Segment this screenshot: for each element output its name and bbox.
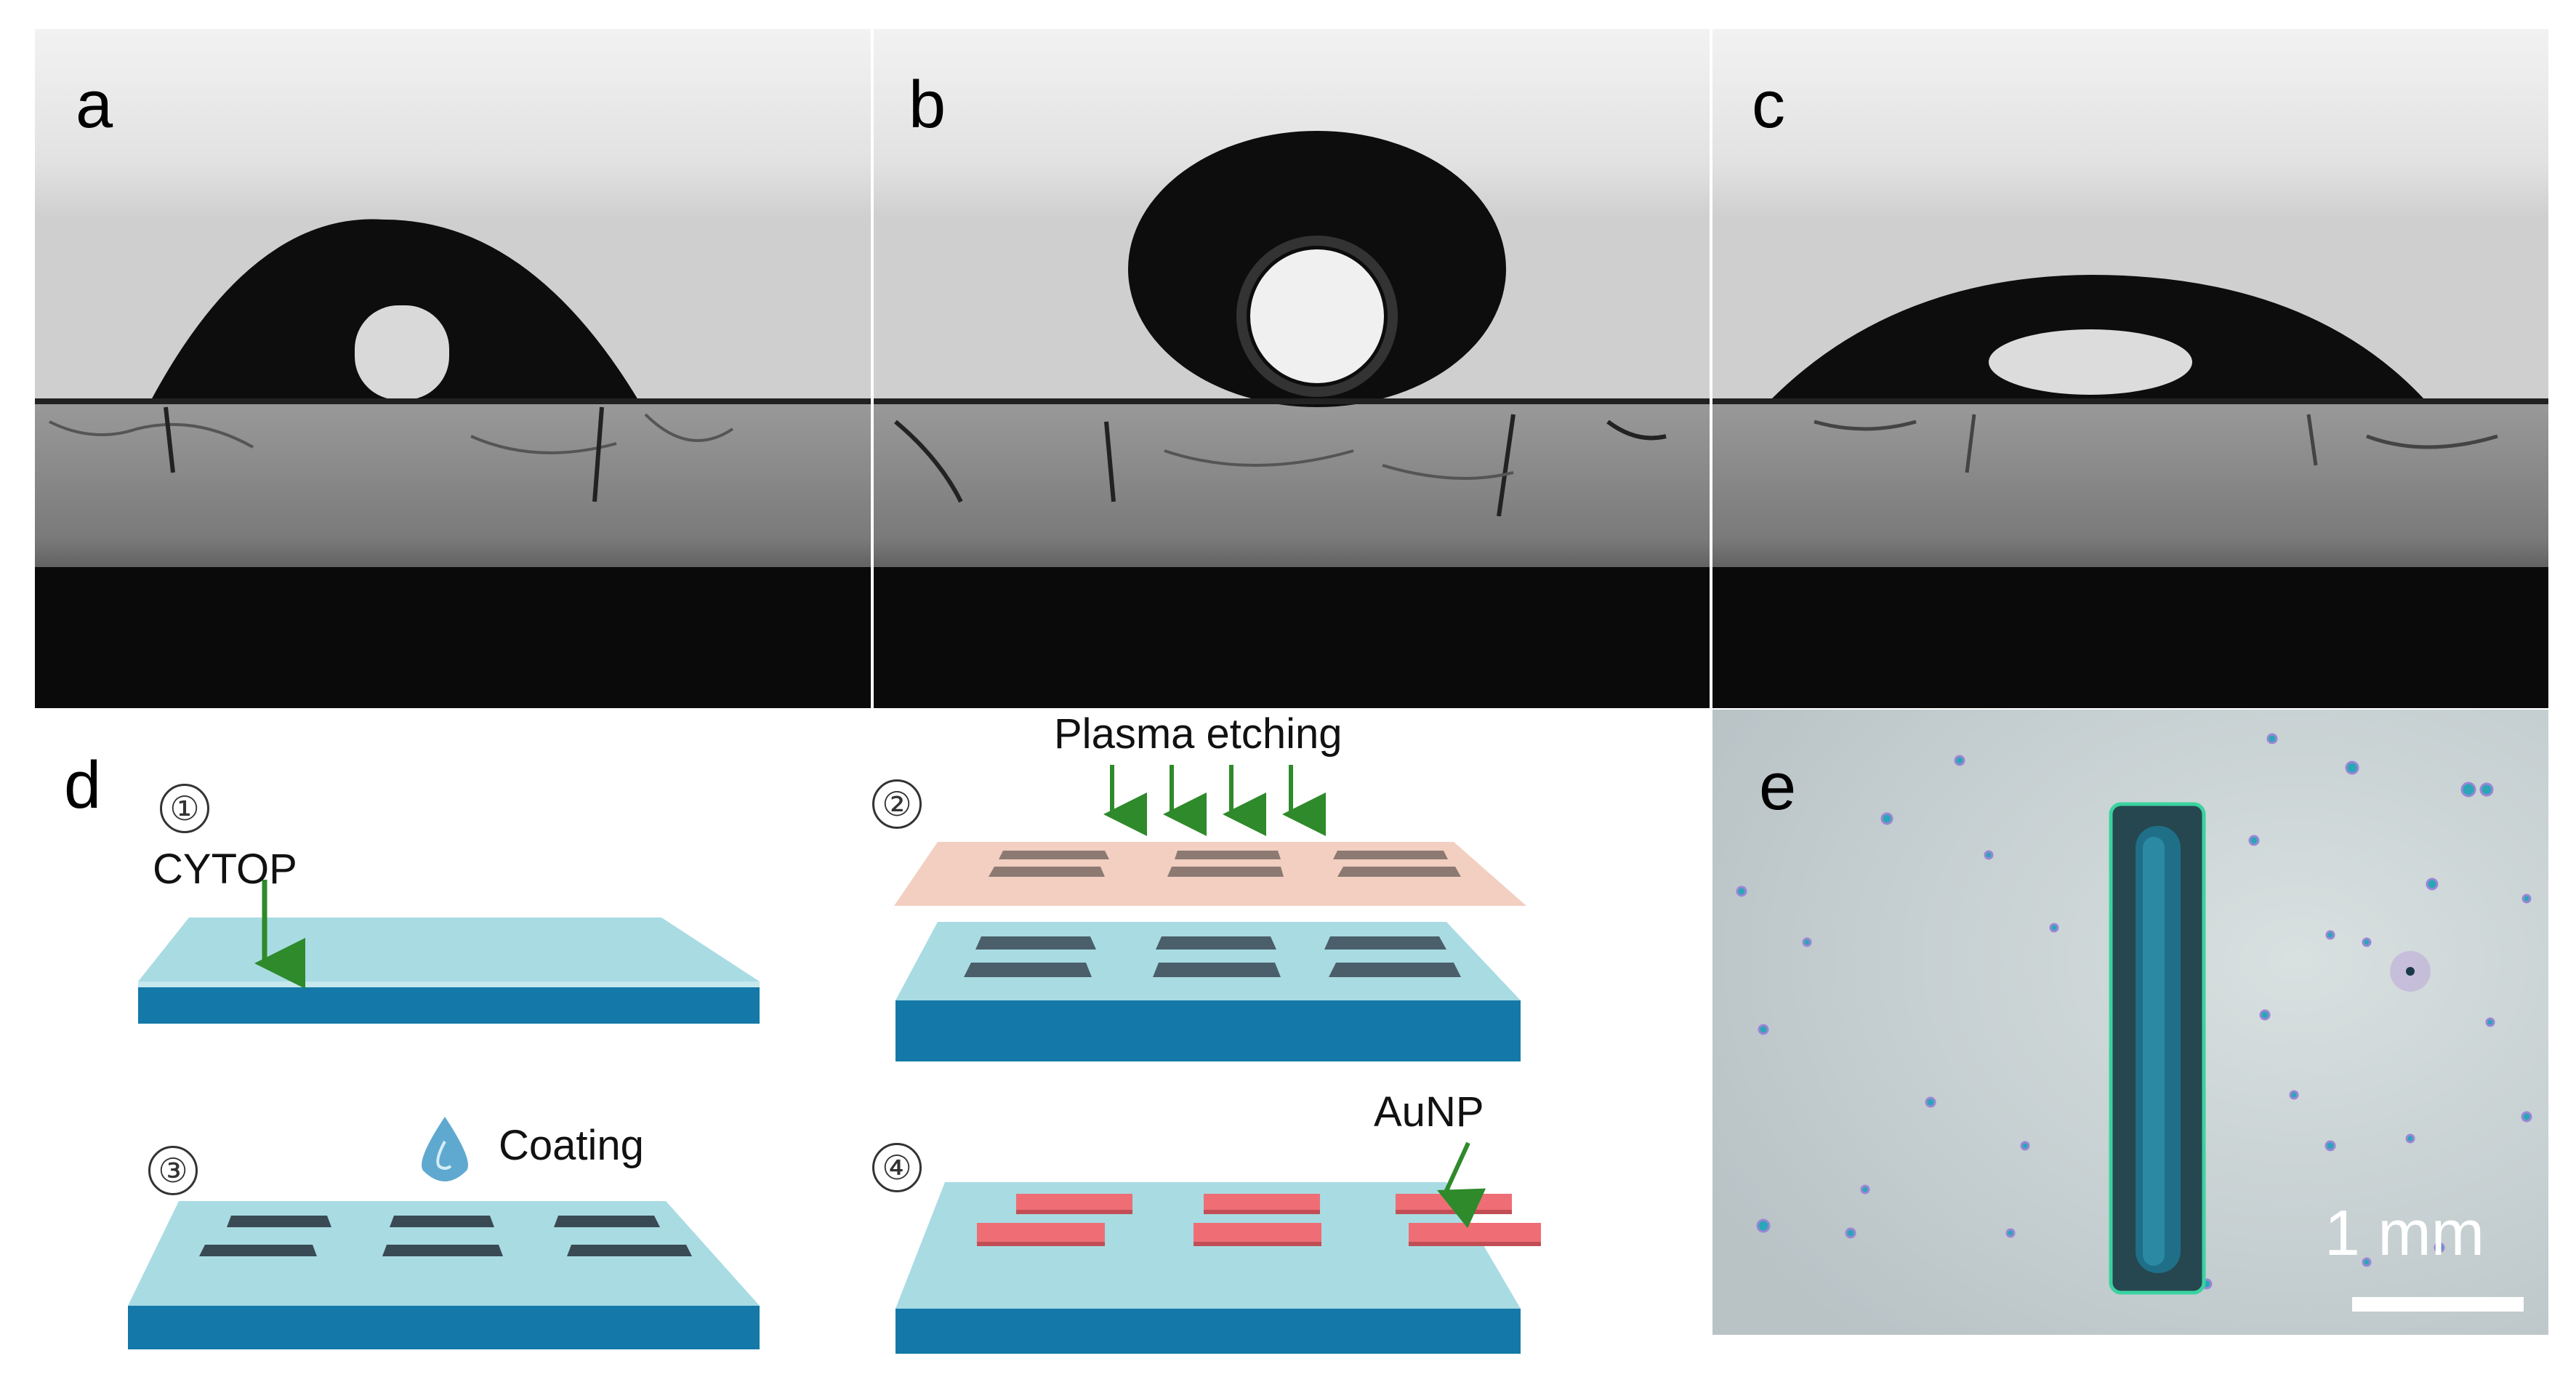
- step-number-3: ③: [148, 1146, 198, 1195]
- panel-label-d: d: [64, 748, 102, 822]
- droplet-reflection: [1989, 329, 2192, 395]
- contact-angle-photo-b: [874, 29, 1710, 708]
- droplet-reflection: [1250, 249, 1384, 383]
- panel-label-c: c: [1752, 68, 1785, 142]
- contact-angle-photo-a: [35, 29, 871, 708]
- step-number-1: ①: [160, 784, 209, 833]
- step2-device: [894, 765, 1526, 1061]
- step4-device: [895, 1141, 1541, 1354]
- scale-bar-label: 1 mm: [2325, 1197, 2484, 1269]
- step-number-4: ④: [872, 1143, 922, 1192]
- cytop-label: CYTOP: [153, 846, 297, 893]
- micrograph-image: [1712, 710, 2548, 1335]
- droplet-reflection: [355, 305, 449, 400]
- plasma-etching-label: Plasma etching: [1054, 710, 1343, 758]
- droplet-image-a: [35, 29, 871, 708]
- step1-device: [138, 880, 760, 1024]
- contact-angle-photo-c: [1712, 29, 2548, 708]
- fabrication-schematic: [128, 765, 1541, 1354]
- panel-label-a: a: [76, 68, 113, 142]
- panel-label-b: b: [909, 68, 946, 142]
- aunp-arrow: [1437, 1141, 1486, 1229]
- coating-label: Coating: [499, 1122, 644, 1169]
- droplet-image-b: [874, 29, 1710, 708]
- step-number-2: ②: [872, 779, 922, 829]
- droplet-image-c: [1712, 29, 2548, 708]
- panel-label-e: e: [1759, 750, 1797, 824]
- scale-bar: [2352, 1297, 2524, 1312]
- step3-device: [128, 1117, 760, 1349]
- micrograph-panel-e: [1712, 710, 2548, 1335]
- droplet-icon: [422, 1117, 468, 1181]
- aunp-label: AuNP: [1374, 1088, 1484, 1136]
